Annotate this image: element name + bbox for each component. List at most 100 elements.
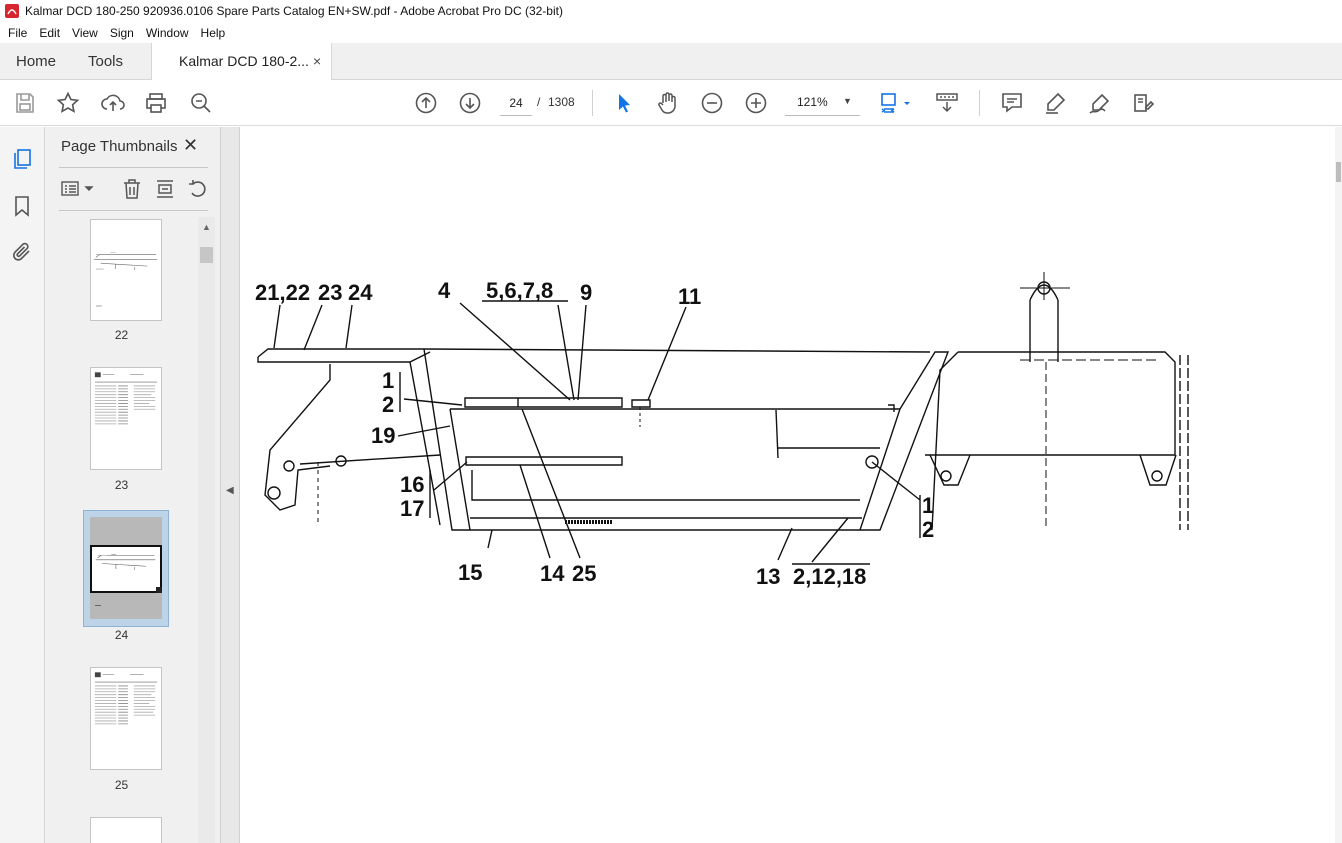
document-tab-title: Kalmar DCD 180-2... <box>179 53 309 69</box>
toolbar-divider <box>592 90 593 116</box>
scrollbar-thumb[interactable] <box>200 247 213 263</box>
save-icon[interactable] <box>13 91 37 115</box>
scroll-up-icon[interactable]: ▲ <box>202 222 211 232</box>
highlight-icon[interactable] <box>1043 91 1067 115</box>
thumbnail-preview <box>94 672 158 725</box>
close-panel-icon[interactable]: ✕ <box>183 135 199 155</box>
scroll-mode-icon[interactable] <box>935 91 959 115</box>
callout-label: 2 <box>382 392 394 417</box>
panel-title: Page Thumbnails <box>61 138 178 155</box>
parts-drawing: 21,22 23 24 4 5,6,7,8 9 11 1 2 19 16 17 … <box>255 272 1189 589</box>
menu-help[interactable]: Help <box>200 25 226 40</box>
select-cursor-icon[interactable] <box>612 91 636 115</box>
viewport-resize-handle[interactable] <box>156 587 162 593</box>
document-tab[interactable]: Kalmar DCD 180-2... × <box>151 43 332 81</box>
title-bar: Kalmar DCD 180-250 920936.0106 Spare Par… <box>0 0 1342 22</box>
edit-pdf-icon[interactable] <box>1132 91 1156 115</box>
delete-icon[interactable] <box>121 178 143 200</box>
zoom-search-icon[interactable] <box>189 91 213 115</box>
sign-icon[interactable] <box>1088 91 1112 115</box>
callout-label: 25 <box>572 561 596 586</box>
callout-label: 21,22 <box>255 280 310 305</box>
fit-page-icon[interactable] <box>878 91 902 115</box>
thumbnail-preview <box>94 372 158 425</box>
chevron-left-icon: ◀ <box>226 485 234 496</box>
callout-label: 15 <box>458 560 482 585</box>
thumbnail-preview <box>93 252 158 307</box>
acrobat-app-icon <box>5 4 19 18</box>
callout-label: 1 <box>382 368 394 393</box>
zoom-dropdown[interactable]: 121% ▼ <box>785 90 860 116</box>
upload-icon[interactable] <box>101 91 125 115</box>
thumbnail-page-23[interactable] <box>90 367 162 470</box>
page-down-icon[interactable] <box>458 91 482 115</box>
thumbnail-page-22[interactable] <box>90 219 162 321</box>
tab-bar: Home Tools Kalmar DCD 180-2... × <box>0 43 1342 81</box>
window-title: Kalmar DCD 180-250 920936.0106 Spare Par… <box>25 4 563 18</box>
panel-collapse-handle[interactable]: ◀ <box>221 127 240 843</box>
callout-label: 1 <box>922 493 934 518</box>
callout-label: 14 <box>540 561 565 586</box>
callout-label: 23 <box>318 280 342 305</box>
main-toolbar: / 1308 121% ▼ <box>0 80 1342 126</box>
callout-label: 17 <box>400 496 424 521</box>
panel-divider <box>59 210 208 211</box>
thumbnail-footer-mark <box>95 605 101 606</box>
thumbnail-page-26[interactable] <box>90 817 162 843</box>
thumbnail-list: 22 23 <box>45 217 198 843</box>
thumbnail-label: 24 <box>114 628 129 642</box>
bookmarks-icon[interactable] <box>10 194 34 218</box>
menu-file[interactable]: File <box>8 25 28 40</box>
callout-label: 2 <box>922 517 934 542</box>
toolbar-divider <box>979 90 980 116</box>
callout-label: 13 <box>756 564 780 589</box>
menu-window[interactable]: Window <box>145 25 189 40</box>
tab-home[interactable]: Home <box>16 53 57 70</box>
print-icon[interactable] <box>144 91 168 115</box>
left-navigation-rail <box>0 127 45 843</box>
page-thumbnails-icon[interactable] <box>10 147 34 171</box>
current-page-input[interactable] <box>500 90 532 116</box>
page-separator: / <box>537 95 541 109</box>
thumbnail-page-25[interactable] <box>90 667 162 770</box>
close-tab-icon[interactable]: × <box>313 53 322 69</box>
attachments-icon[interactable] <box>10 240 34 264</box>
callout-label: 9 <box>580 280 592 305</box>
callout-label: 24 <box>348 280 373 305</box>
menu-bar: File Edit View Sign Window Help <box>0 22 1342 43</box>
zoom-in-icon[interactable] <box>744 91 768 115</box>
tab-tools[interactable]: Tools <box>88 53 124 70</box>
thumbnail-label: 22 <box>114 328 129 342</box>
page-up-icon[interactable] <box>414 91 438 115</box>
thumbnail-page-24[interactable] <box>83 510 169 627</box>
callout-label: 11 <box>678 284 701 309</box>
document-scrollbar[interactable] <box>1335 127 1342 843</box>
panel-divider <box>59 167 208 168</box>
fit-page-dropdown-icon[interactable] <box>901 91 913 115</box>
thumbnail-preview <box>90 517 162 619</box>
zoom-out-icon[interactable] <box>700 91 724 115</box>
extract-icon[interactable] <box>154 178 176 200</box>
zoom-value: 121% <box>797 95 828 109</box>
document-page[interactable]: 21,22 23 24 4 5,6,7,8 9 11 1 2 19 16 17 … <box>240 127 1335 843</box>
options-icon[interactable] <box>60 178 94 200</box>
chevron-down-icon: ▼ <box>843 96 852 106</box>
thumbnail-label: 23 <box>114 478 129 492</box>
callout-label: 4 <box>438 278 451 303</box>
menu-edit[interactable]: Edit <box>39 25 61 40</box>
rotate-icon[interactable] <box>187 178 209 200</box>
menu-view[interactable]: View <box>72 25 98 40</box>
hand-icon[interactable] <box>656 91 680 115</box>
comment-icon[interactable] <box>1000 91 1024 115</box>
menu-sign[interactable]: Sign <box>109 25 134 40</box>
thumbnail-label: 25 <box>114 778 129 792</box>
thumbnail-scrollbar[interactable]: ▲ <box>198 217 215 843</box>
callout-label: 16 <box>400 472 424 497</box>
bookmark-star-icon[interactable] <box>56 91 80 115</box>
total-pages: 1308 <box>548 95 575 109</box>
callout-label: 19 <box>371 423 395 448</box>
scrollbar-thumb[interactable] <box>1336 162 1341 182</box>
page-thumbnails-panel: Page Thumbnails ✕ 22 <box>45 127 221 843</box>
callout-label: 5,6,7,8 <box>486 278 553 303</box>
callout-label: 2,12,18 <box>793 564 866 589</box>
